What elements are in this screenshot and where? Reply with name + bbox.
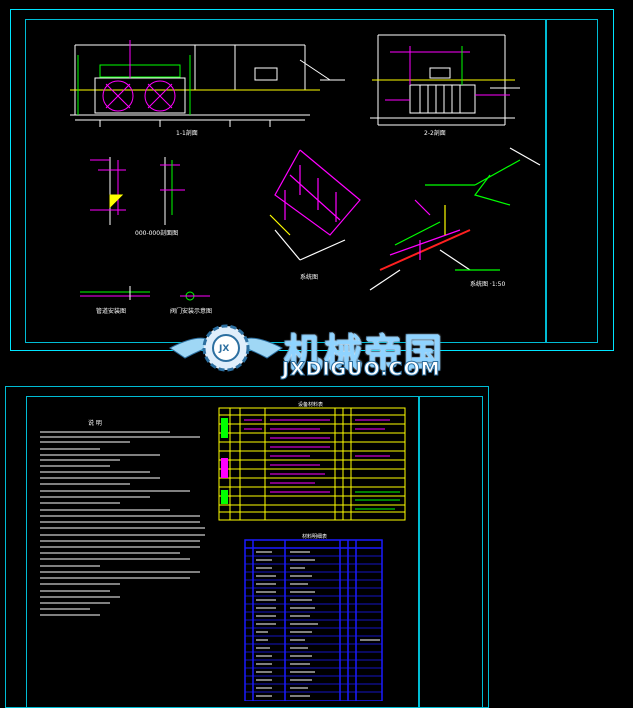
pipe-detail bbox=[80, 286, 210, 301]
pipe-detail-label: 管道安装图 bbox=[96, 308, 127, 315]
material-table-text bbox=[256, 551, 380, 697]
top-drawing-sheet bbox=[10, 9, 614, 351]
isometric-system-2 bbox=[369, 147, 541, 291]
notes-title: 说 明 bbox=[88, 420, 102, 427]
material-table-rows bbox=[245, 555, 382, 693]
equipment-table-content bbox=[221, 418, 400, 510]
top-drawing-border bbox=[25, 19, 547, 343]
section-1-1 bbox=[70, 40, 345, 127]
iso-system-2-label: 系统图 ·1:50 bbox=[470, 281, 506, 288]
equipment-table-title: 设备材料表 bbox=[298, 402, 324, 408]
brand-watermark-cn: 机械帝国 bbox=[284, 331, 445, 375]
iso-system-1-label: 系统图 bbox=[300, 274, 319, 281]
detail-elevation bbox=[90, 157, 185, 225]
valve-detail-label: 阀门安装示意图 bbox=[170, 308, 213, 315]
emblem-text: JX bbox=[219, 344, 230, 354]
material-table bbox=[244, 539, 383, 701]
detail-elevation-label: 000-000剖面图 bbox=[135, 230, 179, 237]
section-2-2-label: 2-2剖面 bbox=[424, 130, 446, 137]
brand-emblem bbox=[169, 324, 283, 372]
brand-watermark-en: JXDIGUO.COM bbox=[282, 358, 441, 381]
top-title-block bbox=[545, 19, 598, 343]
section-1-1-label: 1-1剖面 bbox=[176, 130, 198, 137]
isometric-system-1 bbox=[269, 149, 361, 261]
notes-text-block bbox=[40, 431, 205, 616]
material-table-title: 材料明细表 bbox=[302, 534, 328, 540]
section-2-2 bbox=[370, 34, 520, 126]
equipment-table bbox=[218, 407, 406, 521]
